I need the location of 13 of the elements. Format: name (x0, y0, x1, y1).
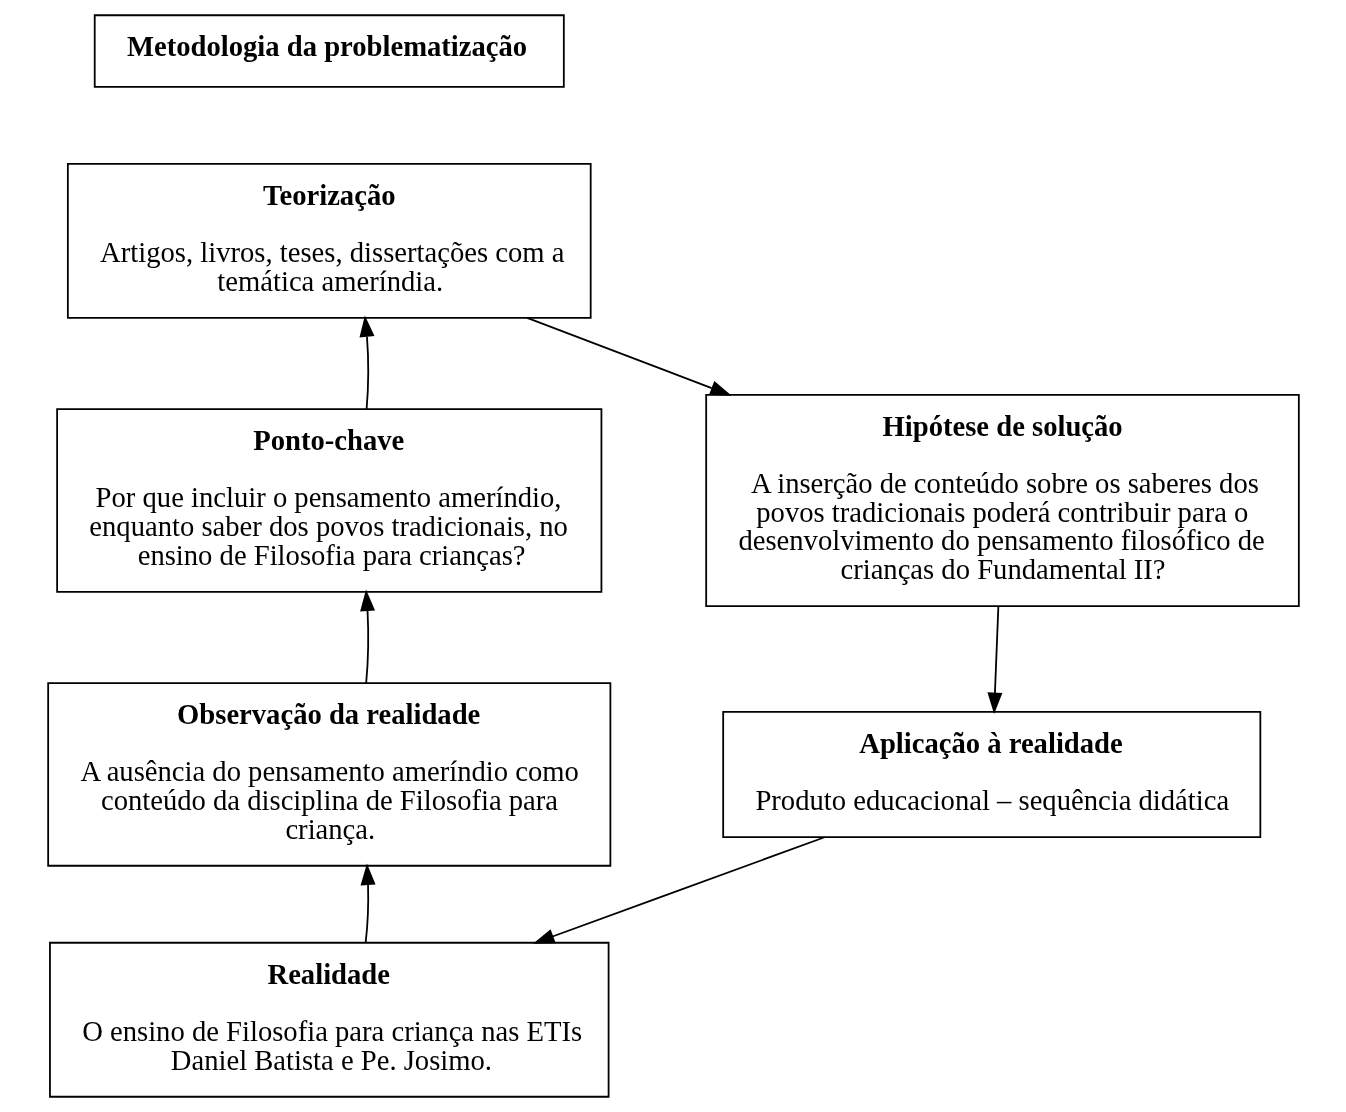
node-box: Realidade O ensino de Filosofia para criança nas ETIs Daniel Batista e Pe. Josimo. (48, 941, 609, 1098)
arrow (360, 863, 376, 943)
arrow (532, 836, 825, 944)
node-box: Teorização Artigos, livros, teses, dissertações com a temática ameríndia. (66, 163, 592, 319)
arrow (359, 315, 374, 410)
node-box: Hipótese de solução A inserção de conteúdo sobre os saberes dos povos tradicionais poderá contribuir para o desenvolvimento do pensamento filosófico de crianças do Fundamental II? (704, 393, 1300, 608)
arrow (525, 317, 732, 396)
node-box: Observação da realidade A ausência do pensamento ameríndio como conteúdo da disciplina de Filosofia para criança. (46, 682, 611, 867)
node-box: Metodologia da problematização (93, 14, 565, 88)
node-box: Ponto-chave Por que incluir o pensamento ameríndio, enquanto saber dos povos tradicionais, no ensino de Filosofia para crianças? (55, 408, 602, 593)
node-box: Aplicação à realidade Produto educacional – sequência didática (721, 710, 1261, 838)
arrow (986, 605, 1002, 715)
arrow (359, 589, 375, 684)
